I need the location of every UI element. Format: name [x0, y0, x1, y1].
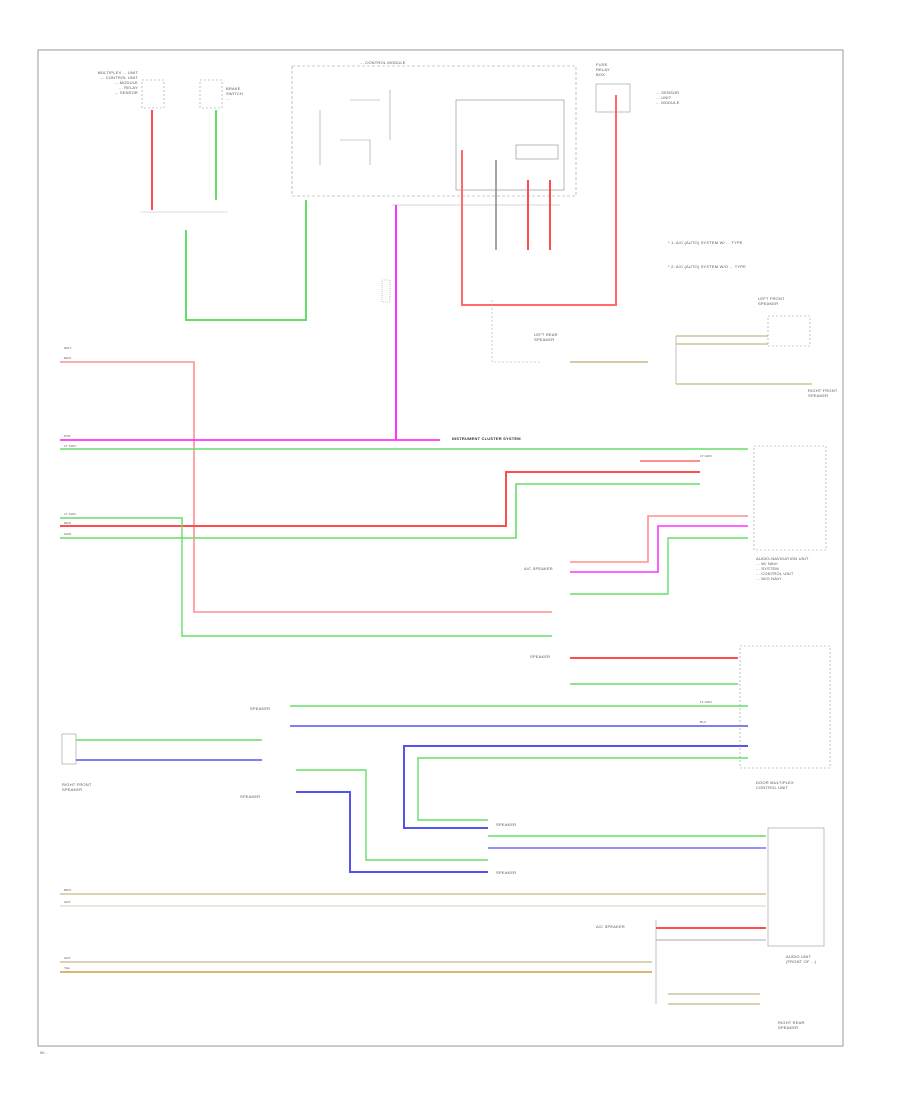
top-left-components	[140, 79, 307, 321]
bottom-audio-group	[60, 827, 825, 1005]
audio-unit-box	[767, 827, 825, 947]
left-rear-speaker-label: LEFT REAR SPEAKER	[534, 332, 558, 342]
wire-code-2: RED	[64, 356, 71, 360]
door-multiplex-group	[290, 645, 831, 829]
inner-chip	[515, 144, 559, 160]
left-component-label: MULTIPLEX ... UNIT ... CONTROL UNIT ... …	[97, 70, 138, 95]
right-sensor-label: RIGHT FRONT SPEAKER	[808, 388, 838, 398]
navigation-unit-box	[753, 445, 827, 551]
center-module-label: ... CONTROL MODULE	[360, 60, 406, 65]
door-multiplex-label: DOOR MULTIPLEX CONTROL UNIT	[756, 780, 794, 790]
left-rear-speaker-dashline	[491, 300, 540, 363]
legend-item-b: * 2: A/C (AUTO) SYSTEM W/O ... TYPE	[668, 264, 746, 269]
inner-traces	[319, 90, 391, 165]
middle-wires	[60, 361, 827, 637]
wire-green-stagger	[296, 769, 488, 861]
speaker-ref-7: A/C SPEAKER	[596, 924, 625, 929]
navigation-unit-label: AUDIO-NAVIGATION UNIT ... W/ NAVI ... SY…	[756, 556, 809, 581]
wire-code-8: BRN	[64, 888, 71, 892]
wire-pink-left	[60, 361, 552, 613]
wire-green-loop	[185, 110, 307, 321]
wire-code-11: YEL	[64, 966, 71, 970]
wire-green-nav	[60, 483, 700, 539]
speaker-connector-left	[61, 733, 77, 765]
wire-code-3: PNK	[64, 434, 71, 438]
wire-code-13: LT GRN	[700, 700, 712, 704]
wire-code-7: GRN	[64, 532, 72, 536]
left-speaker-label: LEFT FRONT SPEAKER	[758, 296, 785, 306]
wire-red-center-short	[527, 180, 551, 250]
wire-green-loop-left	[60, 517, 552, 637]
right-bottom-unit-label: AUDIO UNIT (FRONT OF ...)	[786, 954, 817, 964]
wire-red-center-loop	[461, 95, 617, 306]
footer-code: W...	[40, 1050, 48, 1055]
wire-green-nav2	[570, 537, 748, 595]
right-rear-speaker-label: RIGHT REAR SPEAKER	[778, 1020, 805, 1030]
top-right-fuse-label: FUSE RELAY BOX	[596, 62, 610, 77]
wire-blue-stagger	[296, 791, 488, 873]
top-right-component-label: ... SENSOR ... UNIT ... MODULE	[656, 90, 680, 105]
wire-red-nav	[60, 471, 700, 527]
speaker-ref-6: SPEAKER	[496, 870, 517, 875]
wire-blue-loop	[403, 745, 748, 829]
wire-tan-rr1	[668, 993, 760, 1005]
wire-code-1: WHT	[64, 346, 72, 350]
wire-code-9: GRY	[64, 900, 72, 904]
wire-code-6: RED	[64, 521, 71, 525]
speaker-ref-4: SPEAKER	[240, 794, 261, 799]
center-module-box	[291, 65, 577, 197]
left-rear-connector	[767, 315, 811, 347]
right-front-speaker-group	[61, 733, 488, 873]
wire-tan-upper	[676, 335, 768, 345]
speaker-ref-5: SPEAKER	[496, 822, 517, 827]
speaker-ref-3: SPEAKER	[250, 706, 271, 711]
wire-code-4: LT GRN	[64, 444, 76, 448]
brake-switch-label: BRAKE SWITCH ...	[226, 86, 243, 101]
brake-switch-box	[199, 79, 223, 109]
fuse-symbol	[381, 279, 391, 303]
top-right-fuse-box	[595, 83, 631, 113]
top-right-fuse	[595, 83, 631, 113]
wire-code-14: BLU	[700, 720, 707, 724]
wire-code-12: LT GRN	[700, 454, 712, 458]
inner-relay-box	[455, 99, 565, 191]
legend-item-a: * 1: A/C (AUTO) SYSTEM W/ ... TYPE	[668, 240, 743, 245]
wire-green-loop2	[417, 757, 748, 821]
door-multiplex-box	[739, 645, 831, 769]
right-front-speaker-label: RIGHT FRONT SPEAKER	[62, 782, 92, 792]
instrument-cluster-label: INSTRUMENT CLUSTER SYSTEM	[452, 436, 521, 441]
center-module	[291, 65, 617, 440]
left-rear-speaker-group	[491, 300, 812, 385]
speaker-ref-2: SPEAKER	[530, 654, 551, 659]
speaker-ref-1: A/C SPEAKER	[524, 566, 553, 571]
wire-code-5: LT GRN	[64, 512, 76, 516]
wire-code-10: GRY	[64, 956, 72, 960]
left-connector-box	[141, 79, 165, 109]
wire-pink-nav	[570, 515, 748, 563]
wire-magenta-nav	[570, 525, 748, 573]
diagram-border	[37, 49, 844, 1047]
